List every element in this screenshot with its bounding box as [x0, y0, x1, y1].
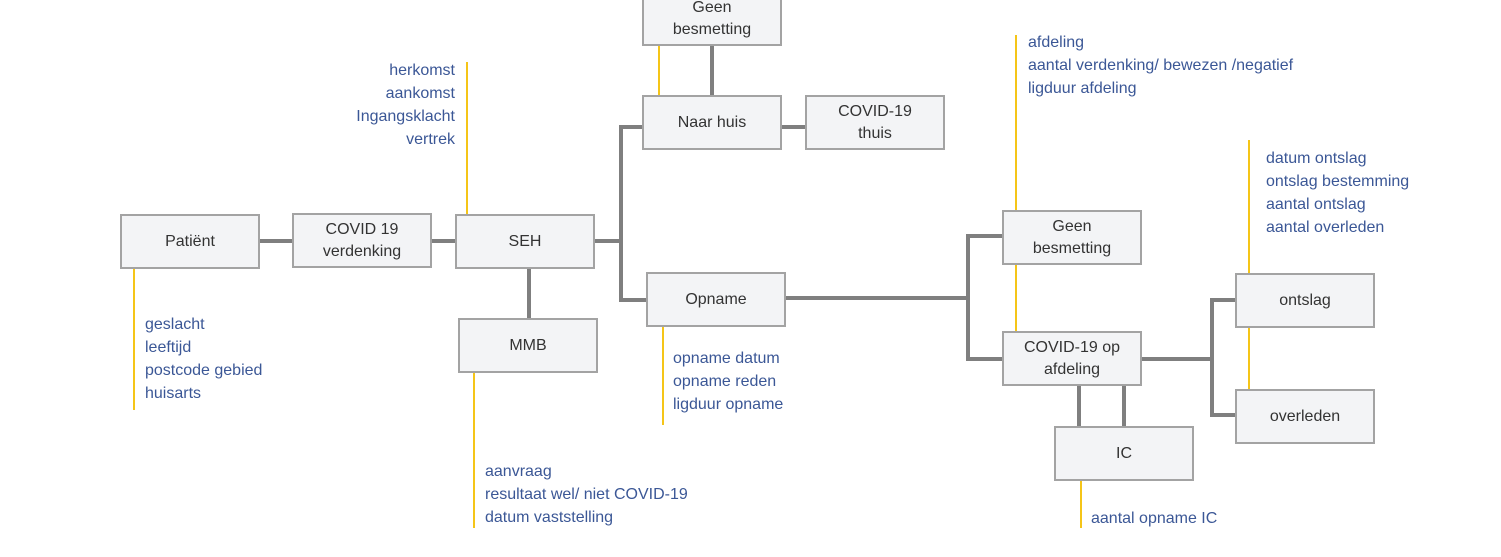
note-item: leeftijd [145, 339, 192, 356]
patient-box: Patiënt [120, 214, 260, 269]
note-item: aankomst [385, 85, 455, 102]
note-item: herkomst [389, 62, 455, 79]
note-item: datum vaststelling [485, 509, 614, 526]
naar-huis-box: Naar huis [642, 95, 782, 150]
note-item: aantal verdenking/ bewezen /negatief [1028, 57, 1294, 74]
covid-thuis-box: COVID-19 thuis [805, 95, 945, 150]
note-item: geslacht [145, 316, 205, 333]
seh-box: SEH [455, 214, 595, 269]
covid-verdenking-box: COVID 19 verdenking [292, 213, 432, 268]
ic-notes: aantal opname IC [1091, 507, 1217, 530]
covid-afdeling-box: COVID-19 op afdeling [1002, 331, 1142, 386]
seh-notes: herkomst aankomst Ingangsklacht vertrek [356, 59, 455, 151]
note-item: vertrek [406, 131, 455, 148]
geen-besmetting-top-box: Geen besmetting [642, 0, 782, 46]
note-item: ligduur afdeling [1028, 80, 1137, 97]
ontslag-notes: datum ontslag ontslag bestemming aantal … [1266, 147, 1409, 239]
mmb-notes: aanvraag resultaat wel/ niet COVID-19 da… [485, 460, 688, 529]
annotation-lines [133, 35, 1250, 528]
note-item: huisarts [145, 385, 202, 402]
afdeling-notes: afdeling aantal verdenking/ bewezen /neg… [1028, 31, 1293, 100]
flow-lines [259, 46, 1235, 426]
note-item: aanvraag [485, 463, 552, 480]
mmb-box: MMB [458, 318, 598, 373]
geen-besmetting-box: Geen besmetting [1002, 210, 1142, 265]
note-item: resultaat wel/ niet COVID-19 [485, 486, 688, 503]
opname-notes: opname datum opname reden ligduur opname [673, 347, 783, 416]
ic-box: IC [1054, 426, 1194, 481]
note-item: opname datum [673, 350, 780, 367]
note-item: ontslag bestemming [1266, 173, 1410, 190]
note-item: aantal opname IC [1091, 510, 1218, 527]
note-item: aantal overleden [1266, 219, 1385, 236]
opname-box: Opname [646, 272, 786, 327]
note-item: opname reden [673, 373, 777, 390]
note-item: datum ontslag [1266, 150, 1367, 167]
overleden-box: overleden [1235, 389, 1375, 444]
note-item: postcode gebied [145, 362, 263, 379]
patient-notes: geslacht leeftijd postcode gebied huisar… [145, 313, 262, 405]
note-item: aantal ontslag [1266, 196, 1366, 213]
note-item: Ingangsklacht [356, 108, 455, 125]
note-item: afdeling [1028, 34, 1085, 51]
note-item: ligduur opname [673, 396, 784, 413]
ontslag-box: ontslag [1235, 273, 1375, 328]
